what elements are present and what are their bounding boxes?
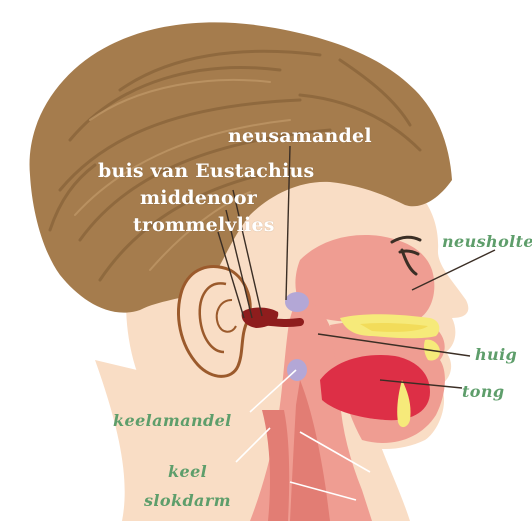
label-slokdarm: slokdarm (144, 493, 231, 509)
label-keel: keel (168, 464, 207, 480)
label-middenoor: middenoor (140, 189, 257, 208)
label-tong: tong (462, 384, 504, 400)
label-trommelvlies: trommelvlies (133, 216, 275, 235)
label-neusamandel: neusamandel (228, 127, 372, 146)
label-neusholte: neusholte (442, 234, 532, 250)
label-buis-van-eustachius: buis van Eustachius (98, 162, 314, 181)
label-keelamandel: keelamandel (113, 413, 232, 429)
palatine-tonsil (287, 359, 307, 381)
adenoid-tonsil (285, 292, 309, 312)
label-huig: huig (475, 347, 517, 363)
